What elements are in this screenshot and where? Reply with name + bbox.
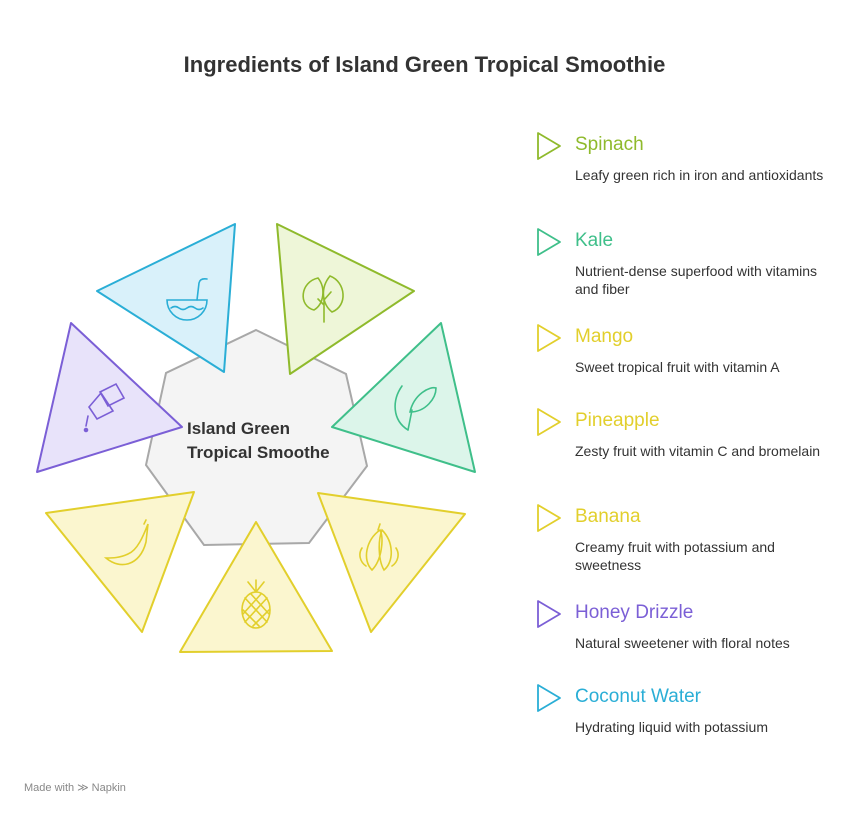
center-label-line2: Tropical Smoothe	[187, 443, 330, 462]
triangle-marker-icon	[537, 408, 561, 436]
spinach-leaf-icon	[302, 275, 344, 323]
triangle-coconut-water	[96, 223, 236, 373]
honey-bottle-icon	[83, 382, 126, 433]
triangle-marker-icon	[537, 504, 561, 532]
napkin-logo-icon: ≫	[77, 782, 89, 794]
triangle-marker-icon	[537, 324, 561, 352]
legend-item-name: Mango	[575, 326, 634, 347]
center-label-line1: Island Green	[187, 419, 290, 438]
triangle-marker-icon	[537, 228, 561, 256]
legend-item-name: Honey Drizzle	[575, 602, 694, 623]
triangle-honey-drizzle	[36, 322, 183, 473]
leaf-icon	[394, 385, 437, 431]
footer-brand: Napkin	[91, 782, 126, 794]
footer-prefix: Made with	[24, 782, 75, 794]
legend-item-description: Nutrient-dense superfood with vitamins a…	[575, 263, 818, 297]
triangle-kale	[331, 322, 476, 473]
legend-item-description: Leafy green rich in iron and antioxidant…	[575, 167, 824, 183]
legend-item-description: Hydrating liquid with potassium	[575, 719, 768, 735]
triangle-marker-icon	[537, 600, 561, 628]
legend-item-description: Creamy fruit with potassium and sweetnes…	[575, 539, 775, 573]
legend-item-description: Natural sweetener with floral notes	[575, 635, 790, 651]
banana-icon	[103, 519, 149, 566]
legend-item-description: Zesty fruit with vitamin C and bromelain	[575, 443, 821, 459]
legend-item-name: Pineapple	[575, 410, 660, 431]
triangle-spinach	[276, 223, 415, 375]
triangle-marker-icon	[537, 684, 561, 712]
legend-item-name: Banana	[575, 506, 641, 527]
diagram-title: Ingredients of Island Green Tropical Smo…	[183, 52, 666, 77]
legend-item-name: Kale	[575, 230, 614, 251]
coconut-drink-icon	[166, 278, 208, 321]
legend-item-name: Spinach	[575, 134, 644, 155]
pineapple-icon	[241, 579, 271, 629]
legend-item-description: Sweet tropical fruit with vitamin A	[575, 359, 780, 375]
mango-icon	[359, 523, 399, 572]
triangle-mango	[317, 492, 466, 633]
triangle-marker-icon	[537, 132, 561, 160]
made-with-footer[interactable]: Made with≫Napkin	[24, 781, 126, 794]
triangle-banana	[45, 491, 195, 633]
legend-item-name: Coconut Water	[575, 686, 702, 707]
